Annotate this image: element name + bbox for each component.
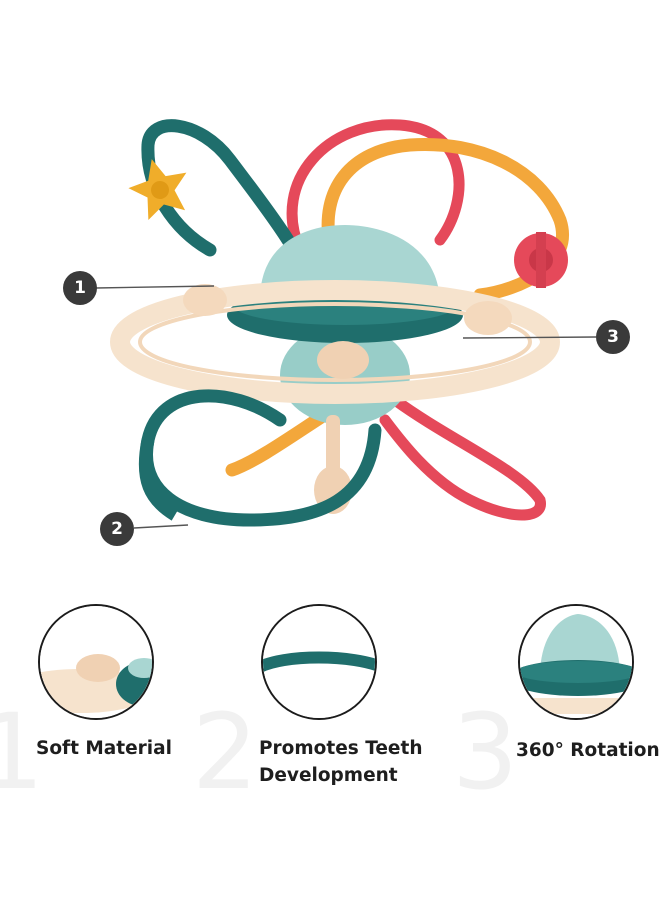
feature-thumb-rotation [518, 604, 634, 720]
teal-loop-top [141, 119, 327, 307]
cream-nub [183, 284, 227, 316]
callout-badge-1: 1 [63, 271, 97, 305]
teal-loop-bottom [140, 389, 382, 527]
rotation-thumb-image [520, 606, 632, 718]
feature-thumb-teeth [261, 604, 377, 720]
star-bead [128, 159, 187, 221]
feature-number-3: 3 [452, 691, 519, 813]
callout-badge-3: 3 [596, 320, 630, 354]
soft-material-thumb-image [40, 606, 152, 718]
cream-nub [464, 301, 512, 335]
feature-label-teeth: Promotes Teeth Development [259, 738, 423, 786]
feature-label-soft-material: Soft Material [36, 738, 172, 759]
feature-number-1: 1 [0, 691, 45, 813]
cream-ring [110, 280, 560, 404]
teeth-thumb-image [263, 606, 375, 718]
callout-badge-2: 2 [100, 512, 134, 546]
leader-line-1 [95, 285, 215, 289]
red-bead [514, 232, 568, 288]
red-loop-bottom [379, 394, 546, 521]
feature-label-rotation: 360° Rotation [516, 740, 660, 761]
feature-thumb-soft-material [38, 604, 154, 720]
red-loop-top [286, 119, 465, 256]
leader-line-3 [462, 336, 597, 339]
teething-ball-illustration [95, 119, 597, 529]
feature-number-2: 2 [192, 691, 259, 813]
cream-nub [317, 341, 369, 379]
leader-line-2 [133, 524, 189, 529]
